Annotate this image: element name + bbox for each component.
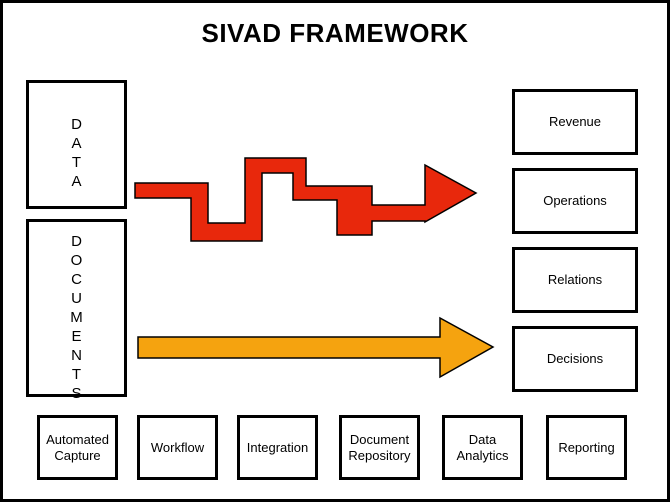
diagram-title: SIVAD FRAMEWORK (201, 18, 469, 48)
vertical-letter: M (70, 309, 83, 326)
data-arrow (134, 157, 478, 242)
capability-reporting: Reporting (546, 415, 627, 480)
vertical-letter: E (71, 328, 82, 345)
vertical-letter: A (71, 173, 82, 190)
vertical-letter: O (70, 252, 83, 269)
outcome-revenue: Revenue (512, 89, 638, 155)
outcome-decisions: Decisions (512, 326, 638, 392)
capability-data-analytics: Data Analytics (442, 415, 523, 480)
vertical-letter: D (71, 233, 82, 250)
capability-label: Workflow (150, 439, 205, 455)
vertical-letter: U (71, 290, 82, 307)
vertical-letter: S (71, 385, 82, 402)
capability-workflow: Workflow (137, 415, 218, 480)
capability-automated-capture: Automated Capture (37, 415, 118, 480)
capability-label: Data Analytics (456, 431, 509, 463)
documents-arrow (137, 316, 495, 379)
vertical-letter: A (71, 135, 82, 152)
outcome-label: Decisions (546, 351, 604, 366)
capability-label: Integration (246, 439, 309, 455)
capability-label: Document Repository (348, 431, 411, 463)
outcome-label: Revenue (548, 114, 602, 129)
outcome-label: Relations (547, 272, 603, 287)
capability-integration: Integration (237, 415, 318, 480)
outcome-label: Operations (543, 193, 607, 208)
capability-label: Automated Capture (46, 431, 109, 463)
outcome-operations: Operations (512, 168, 638, 234)
vertical-letter: T (71, 154, 82, 171)
vertical-letter: C (71, 271, 82, 288)
vertical-letter: T (71, 366, 82, 383)
outcome-relations: Relations (512, 247, 638, 313)
capability-document-repository: Document Repository (339, 415, 420, 480)
capability-label: Reporting (558, 439, 615, 455)
vertical-letter: N (71, 347, 82, 364)
vertical-letter: D (71, 116, 82, 133)
